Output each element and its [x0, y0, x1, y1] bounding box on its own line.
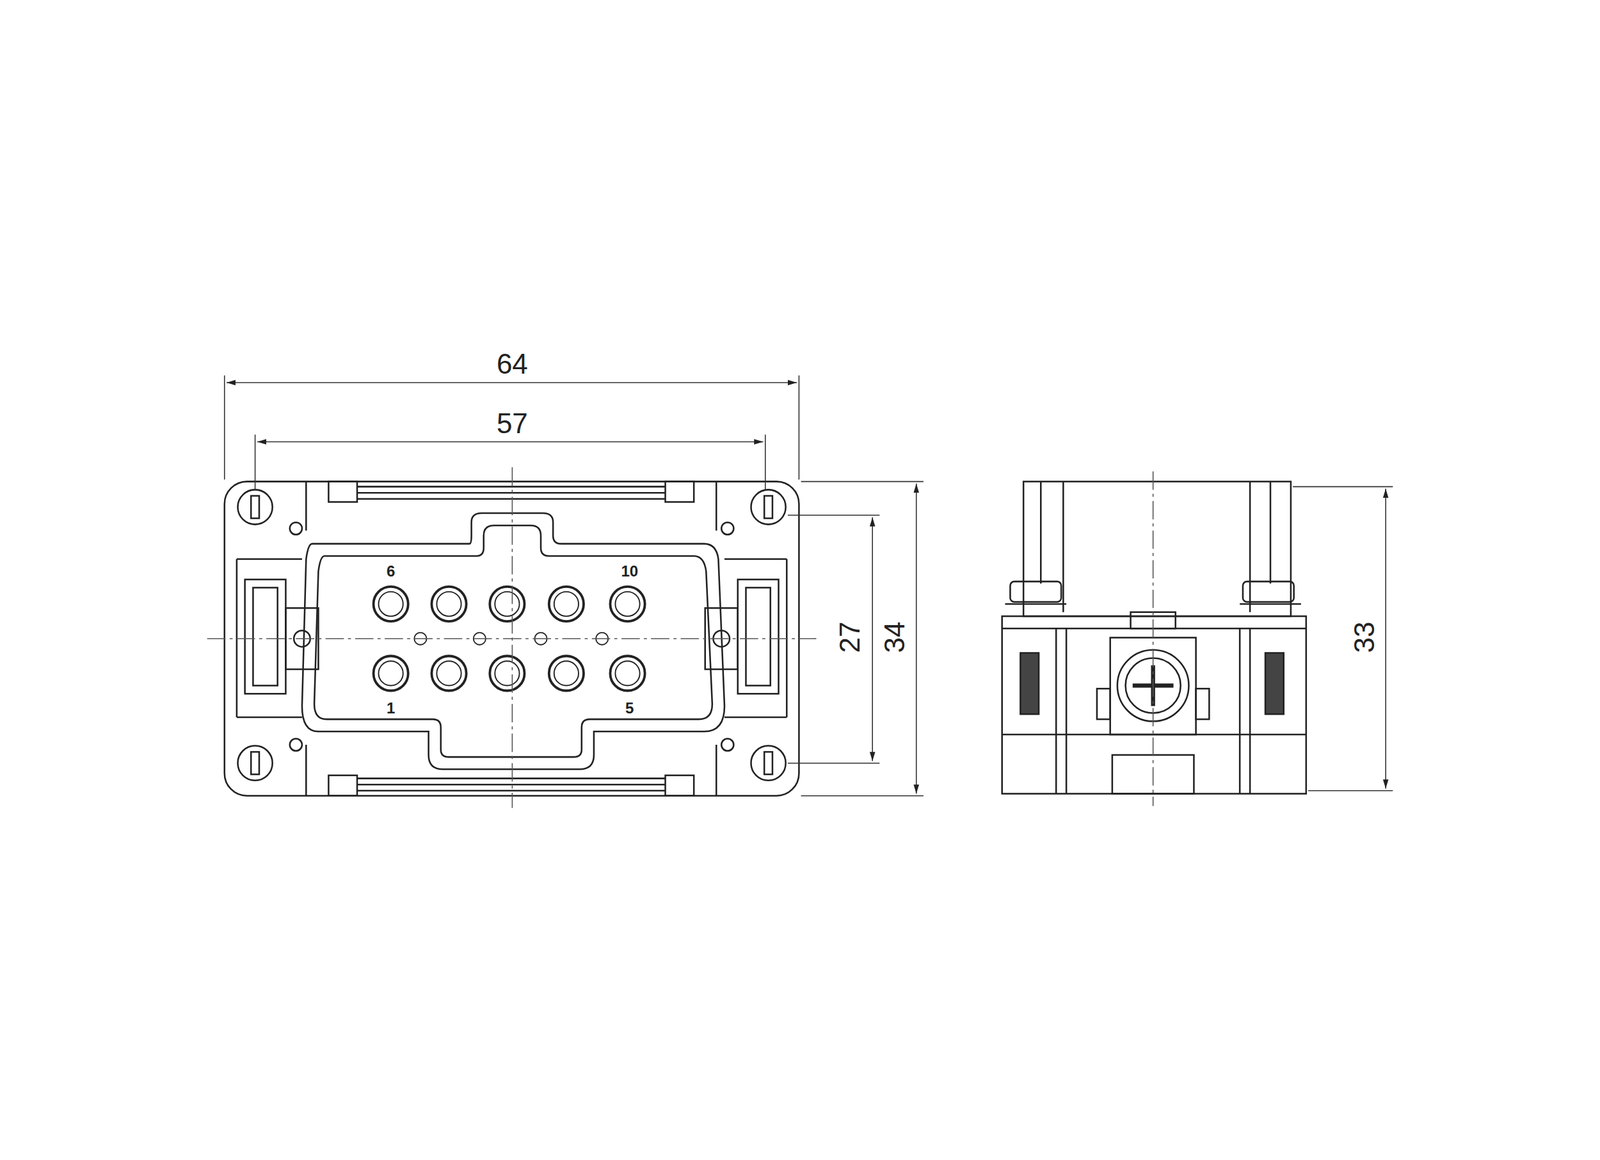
contact: [489, 656, 525, 691]
dimension-label: 64: [496, 350, 528, 379]
extension-line: [787, 481, 924, 797]
screw-slot: [250, 496, 260, 519]
screw-head: [237, 489, 272, 525]
screw-slot: [250, 752, 260, 775]
contact: [549, 586, 584, 622]
side-view: [1002, 481, 1307, 795]
dimension-line: [1384, 488, 1387, 790]
small-hole: [289, 738, 303, 751]
screw-slot: [764, 752, 773, 775]
contact: [609, 586, 645, 622]
insert-cavity: [314, 525, 713, 758]
contact-bore: [436, 661, 461, 686]
body-edge: [1040, 481, 1271, 613]
latch-inner: [745, 587, 770, 686]
contact-bore: [554, 661, 579, 686]
screw-head: [1009, 581, 1062, 603]
dimension-label: 34: [880, 622, 909, 654]
contact-bore: [615, 661, 640, 686]
screw-slot: [764, 496, 773, 519]
extension-line: [224, 375, 800, 491]
small-hole: [721, 738, 734, 751]
contact: [549, 656, 584, 691]
rail-post: [665, 775, 695, 797]
center-line: [512, 467, 514, 809]
rail-post: [328, 775, 358, 797]
contact-bore: [378, 592, 404, 617]
small-hole: [289, 522, 303, 535]
extension-line: [1292, 487, 1393, 792]
pin-number: 10: [620, 563, 639, 580]
rail-post: [328, 481, 358, 503]
contact-bore: [615, 592, 640, 617]
latch-body: [245, 579, 287, 695]
dimension-label: 57: [496, 409, 528, 438]
dimension-line: [257, 441, 764, 443]
rail-post: [665, 481, 695, 503]
dimension-label: 27: [835, 622, 864, 654]
contact: [373, 586, 409, 622]
contact: [489, 586, 525, 622]
dimension-line: [226, 382, 797, 384]
contact: [431, 586, 466, 622]
latch-body: [737, 579, 779, 695]
contact-bore: [378, 661, 404, 686]
contact-bore: [494, 661, 520, 686]
body-line: [1002, 604, 1307, 735]
insert-outline: [302, 513, 725, 770]
pin-number: 1: [386, 700, 395, 717]
contact: [431, 656, 466, 691]
screw-head: [237, 746, 272, 781]
contact-bore: [494, 592, 520, 617]
pin-number: 5: [625, 700, 634, 717]
screw-head: [750, 489, 786, 525]
clamp-ear: [1196, 688, 1210, 720]
contact-bore: [436, 592, 461, 617]
latch-inner: [252, 587, 278, 686]
screw-head: [750, 746, 786, 781]
dimension-line: [871, 517, 873, 761]
dimension-lines: [224, 375, 1394, 797]
thread: [1265, 652, 1284, 715]
screw-head: [1242, 581, 1295, 603]
pin-number: 6: [386, 563, 395, 580]
small-hole: [721, 522, 734, 535]
contact: [373, 656, 409, 691]
dimension-line: [915, 483, 918, 795]
upper-body: [1023, 481, 1291, 617]
contact-bore: [554, 592, 579, 617]
center-line: [207, 467, 1154, 809]
thread: [1020, 652, 1039, 715]
center-line: [1152, 471, 1154, 807]
lower-body: [1002, 616, 1307, 794]
dimension-label: 33: [1350, 622, 1379, 654]
clamp-ear: [1096, 688, 1111, 720]
contact: [609, 656, 645, 691]
